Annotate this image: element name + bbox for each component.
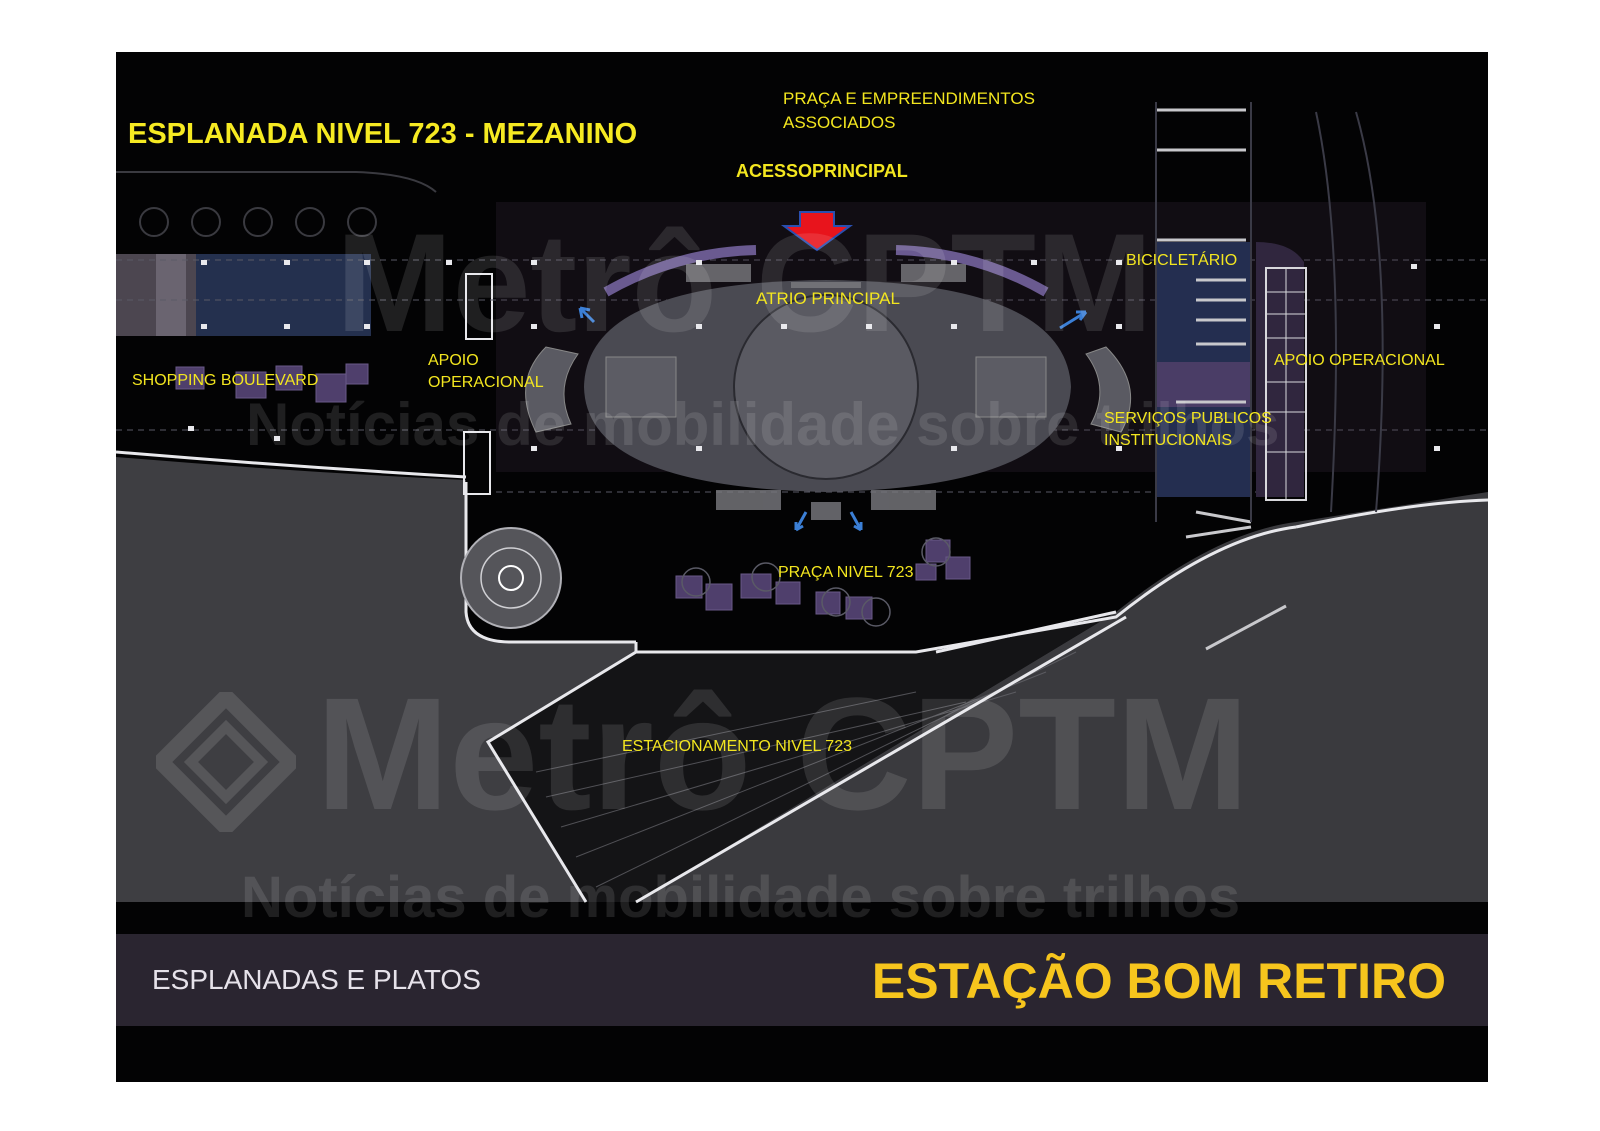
footer-station-name: ESTAÇÃO BOM RETIRO [871,953,1446,1009]
label-servicos-publicos-1: SERVIÇOS PUBLICOS [1104,410,1272,427]
page-title: ESPLANADA NIVEL 723 - MEZANINO [128,118,638,150]
footer-section-title: ESPLANADAS E PLATOS [152,964,481,995]
boundary-lines [116,450,1488,904]
main-access-arrow [780,211,854,252]
label-bicicletario: BICICLETÁRIO [1126,252,1238,269]
label-apoio-operacional-right: APOIO OPERACIONAL [1274,352,1445,369]
shopping-kiosks [175,363,369,403]
ground-left [116,457,636,902]
column-markers [188,260,1440,451]
watermark-logo-icon [156,692,296,832]
central-plaza [733,294,919,480]
label-acesso-principal: ACESSOPRINCIPAL [736,161,908,181]
spiral-ramp [460,527,562,629]
bicycle-racks [1156,108,1287,651]
label-apoio-operacional-left-1: APOIO [428,352,479,369]
slide: Metrô CPTM Notícias de mobilidade sobre … [116,52,1488,1082]
apoio-box-left [465,273,493,340]
label-atrio-principal: ATRIO PRINCIPAL [756,289,900,308]
label-praca-empreendimentos-1: PRAÇA E EMPREENDIMENTOS [783,89,1035,108]
label-praca-empreendimentos-2: ASSOCIADOS [783,113,896,132]
label-servicos-publicos-2: INSTITUCIONAIS [1104,432,1233,449]
label-shopping-boulevard: SHOPPING BOULEVARD [132,372,319,389]
site-plan [116,102,1488,904]
footer-band: ESPLANADAS E PLATOS ESTAÇÃO BOM RETIRO [116,934,1488,1026]
ground-right [636,492,1488,902]
trees-top [139,207,377,237]
label-praca-nivel: PRAÇA NIVEL 723 [778,564,914,581]
flow-arrows [578,306,1088,532]
label-apoio-operacional-left-2: OPERACIONAL [428,374,544,391]
label-estacionamento: ESTACIONAMENTO NIVEL 723 [622,738,852,755]
